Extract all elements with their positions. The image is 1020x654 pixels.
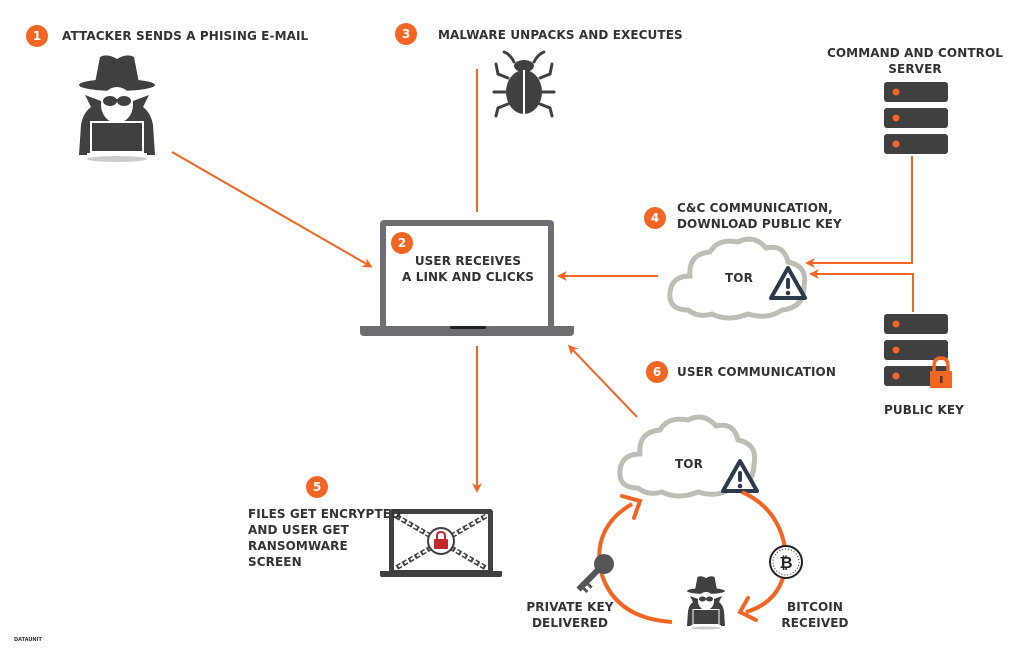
tor-top-label: TOR <box>725 271 753 285</box>
step-badge-3: 3 <box>395 23 417 45</box>
arc-bitcoin-head <box>737 596 758 622</box>
step-badge-5: 5 <box>306 476 328 498</box>
private-key-label-line1: PRIVATE KEY <box>526 600 614 614</box>
public-key-label: PUBLIC KEY <box>884 403 964 417</box>
step-label-4-line1: C&C COMMUNICATION, <box>677 201 833 215</box>
laptop-icon <box>360 220 574 336</box>
step-label-1: ATTACKER SENDS A PHISING E-MAIL <box>62 29 309 43</box>
step-label-2-line1: USER RECEIVES <box>414 254 522 268</box>
step-label-5-line2: AND USER GET <box>248 523 349 537</box>
arc-private-key-head <box>620 494 643 520</box>
bitcoin-label-line2: RECEIVED <box>781 616 849 630</box>
step-badge-6: 6 <box>646 361 668 383</box>
ransomware-laptop-icon <box>380 509 502 577</box>
step-badge-2: 2 <box>391 232 413 254</box>
bitcoin-icon: ₿ <box>769 545 803 579</box>
private-key-label: PRIVATE KEY DELIVERED <box>520 599 620 631</box>
tor-bottom-label: TOR <box>675 457 703 471</box>
hacker-icon <box>79 55 155 162</box>
step-badge-1: 1 <box>26 25 48 47</box>
svg-text:₿: ₿ <box>779 553 792 572</box>
step-label-5-line1: FILES GET ENCRYPTED <box>248 507 402 521</box>
private-key-label-line2: DELIVERED <box>531 616 609 630</box>
cc-server-label-line1: COMMAND AND CONTROL <box>826 46 1004 60</box>
server-lock-icon <box>884 314 952 388</box>
server-icon <box>884 82 948 154</box>
cc-server-label-line2: SERVER <box>888 62 942 76</box>
arrow-tor-to-user-comm <box>567 344 638 418</box>
step-label-4: C&C COMMUNICATION, DOWNLOAD PUBLIC KEY <box>677 200 842 232</box>
step-label-4-line2: DOWNLOAD PUBLIC KEY <box>677 217 842 231</box>
step-label-6: USER COMMUNICATION <box>677 365 837 379</box>
step-label-2-line2: A LINK AND CLICKS <box>402 270 534 284</box>
step-label-5-line3: RANSOMWARE <box>248 539 348 553</box>
arrow-publickey-to-tor <box>809 269 914 312</box>
key-icon <box>576 554 614 593</box>
bitcoin-label: BITCOIN RECEIVED <box>775 599 855 631</box>
arrow-cc-to-tor <box>805 156 913 268</box>
bitcoin-label-line1: BITCOIN <box>786 600 843 614</box>
arrow-attacker-to-user <box>171 151 373 268</box>
hacker-icon <box>687 576 725 630</box>
step-label-2: USER RECEIVES A LINK AND CLICKS <box>390 253 546 285</box>
cc-server-label: COMMAND AND CONTROL SERVER <box>820 45 1010 77</box>
step-label-5-line4: SCREEN <box>248 555 302 569</box>
bug-icon <box>492 50 556 118</box>
brand-footer: DATAUNIT <box>14 637 42 643</box>
step-badge-4: 4 <box>644 207 666 229</box>
step-label-5: FILES GET ENCRYPTED AND USER GET RANSOMW… <box>248 506 401 570</box>
step-label-3: MALWARE UNPACKS AND EXECUTES <box>438 28 683 42</box>
